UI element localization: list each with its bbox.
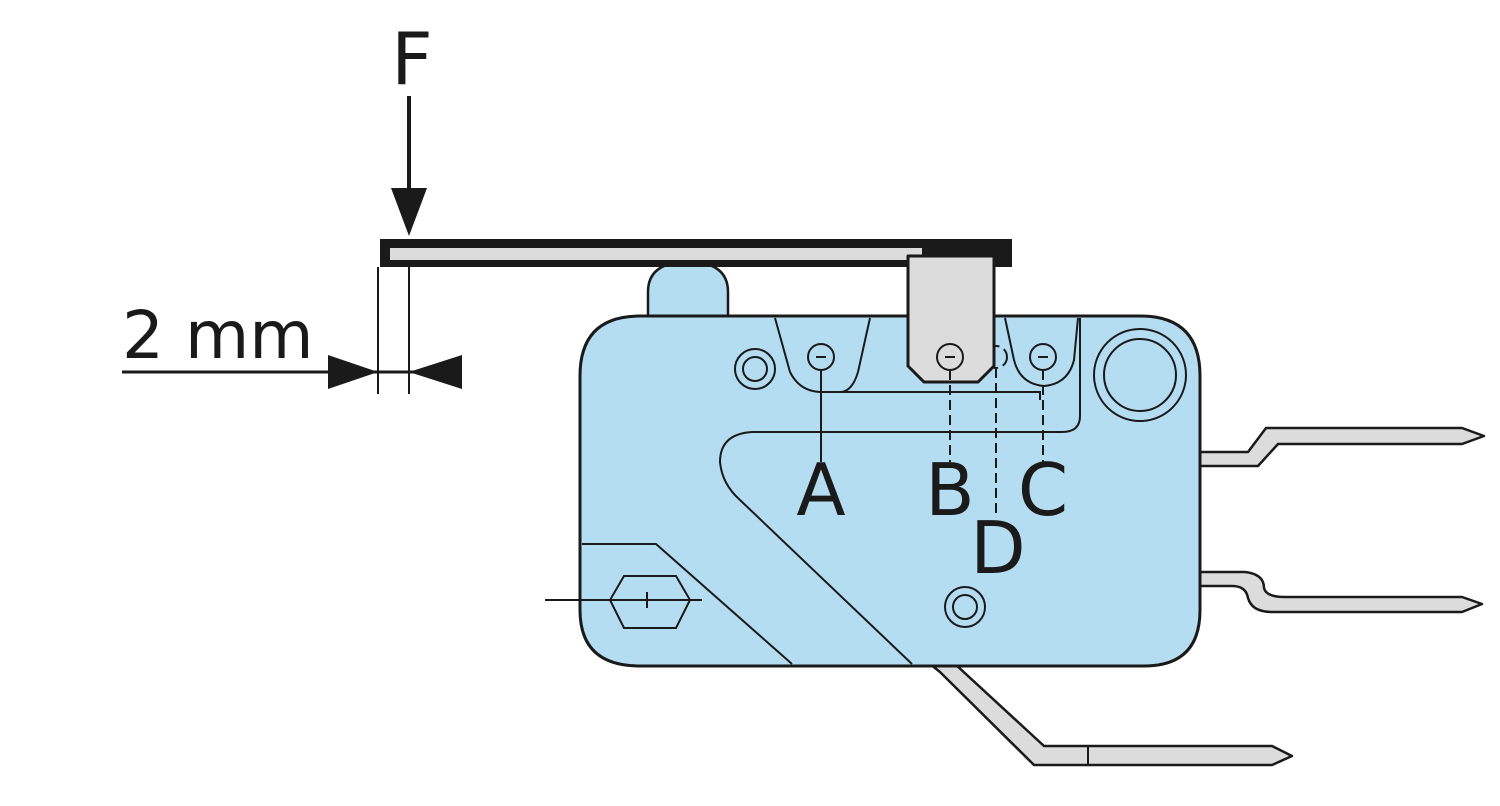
force-arrow — [391, 96, 427, 236]
point-a-label: A — [796, 448, 845, 532]
actuator-lever — [380, 239, 1012, 384]
terminal-bottom — [928, 662, 1294, 767]
point-d-label: D — [970, 506, 1025, 590]
offset-dimension — [122, 267, 462, 394]
switch-housing — [545, 314, 1202, 668]
leader-lines — [820, 368, 1044, 515]
terminal-middle — [1193, 570, 1484, 614]
plunger-button — [646, 260, 730, 320]
offset-label: 2 mm — [122, 297, 314, 374]
terminal-top — [1193, 426, 1486, 468]
point-b-label: B — [925, 448, 974, 532]
point-c-label: C — [1018, 448, 1068, 532]
force-label: F — [391, 17, 432, 101]
